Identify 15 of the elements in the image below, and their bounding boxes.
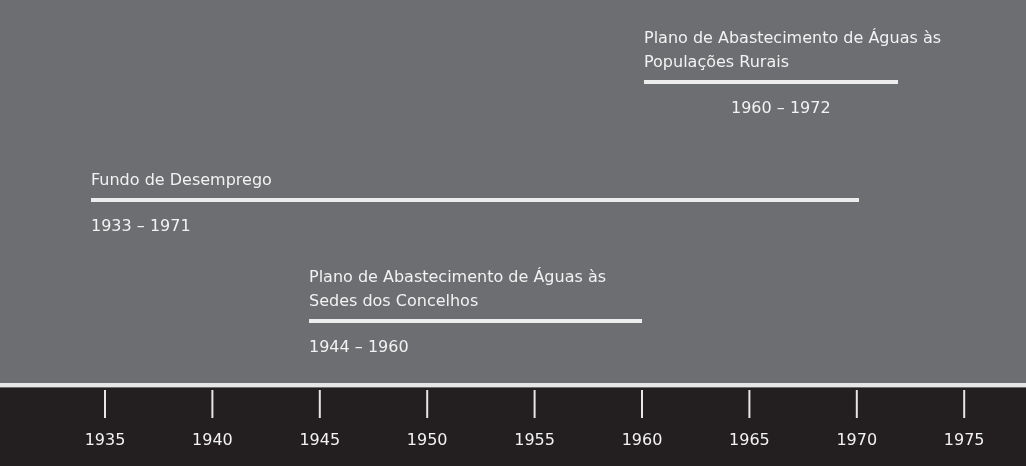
year-label: 1945 (299, 430, 341, 449)
date-range: 1933 – 1971 (91, 215, 191, 237)
date-range: 1960 – 1972 (731, 97, 831, 119)
year-label: 1950 (406, 430, 448, 449)
year-label: 1935 (84, 430, 126, 449)
year-label: 1940 (192, 430, 233, 449)
program-name: Fundo de Desemprego (91, 169, 273, 191)
date-range: 1944 – 1960 (309, 336, 409, 358)
year-label: 1960 (621, 430, 663, 449)
year-label: 1975 (943, 430, 985, 449)
year-label: 1970 (836, 430, 878, 449)
program-name: Plano de Abastecimento de Águas às Sedes dos Concelhos (309, 266, 607, 312)
year-label: 1965 (729, 430, 770, 449)
year-label: 1955 (514, 430, 555, 449)
program-name: Plano de Abastecimento de Águas às Populações Rurais (644, 27, 942, 73)
